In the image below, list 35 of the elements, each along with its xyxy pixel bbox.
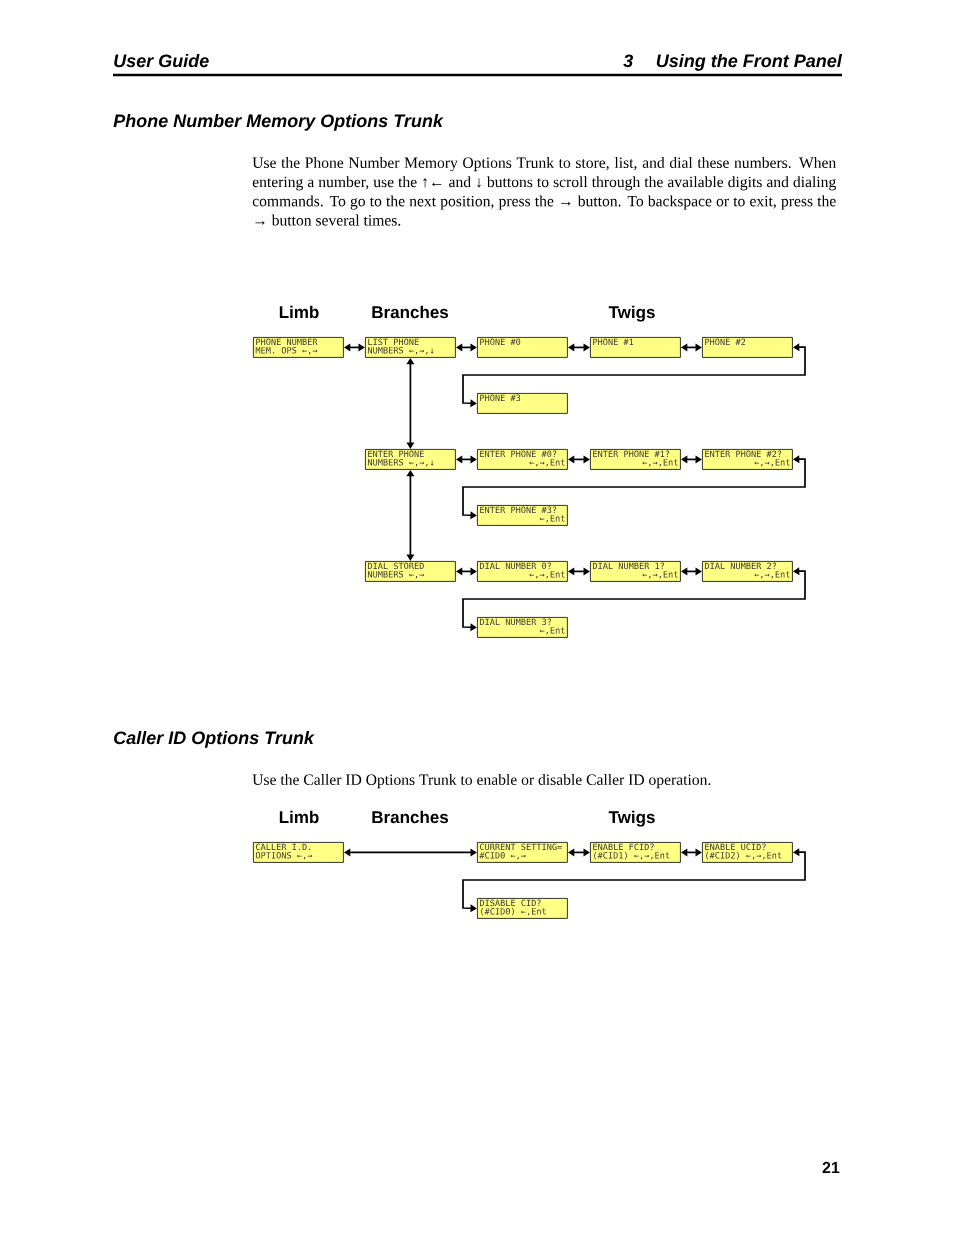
chapter-title: Using the Front Panel [656,53,843,71]
lcd-screen-box: ENTER PHONE NUMBERS ←,→,↓ [365,449,456,470]
lcd-screen-box: ENTER PHONE #0? ←,→,Ent [477,449,568,470]
running-header: User Guide [114,53,209,68]
lcd-screen-box: CALLER I.D. OPTIONS ←,→ [253,842,344,863]
lcd-screen-box: DIAL NUMBER 0? ←,→,Ent [477,561,568,582]
lcd-screen-box: DIAL NUMBER 1? ←,→,Ent [590,561,681,582]
lcd-screen-box: DIAL NUMBER 2? ←,→,Ent [702,561,793,582]
lcd-screen-box: DISABLE CID? (#CID0) ←,Ent [477,898,568,919]
chapter-number: 3 [623,54,633,68]
column-heading: Limb [279,305,319,319]
column-heading: Limb [279,810,319,824]
lcd-screen-box: ENABLE UCID? (#CID2) ←,→,Ent [702,842,793,863]
lcd-screen-box: DIAL NUMBER 3? ←,Ent [477,617,568,638]
lcd-screen-box: ENTER PHONE #1? ←,→,Ent [590,449,681,470]
body-paragraph: Use the Caller ID Options Trunk to enable or disable Caller ID operation. [252,774,711,789]
section-heading: Phone Number Memory Options Trunk [113,113,444,131]
section-heading: Caller ID Options Trunk [114,730,315,748]
lcd-screen-box: LIST PHONE NUMBERS ←,→,↓ [365,337,456,358]
lcd-screen-box: ENABLE FCID? (#CID1) ←,→,Ent [590,842,681,863]
body-paragraph: Use the Phone Number Memory Options Trunk to store, list, and dial these numbers. When entering a number, use the ↑← and ↓ buttons to scroll through the available digits and dialing commands. To go to the next position, press the → button. To backspace or to exit, press the → button several times. [252,157,836,226]
lcd-screen-box: PHONE #2 [702,337,793,358]
lcd-screen-box: PHONE #0 [477,337,568,358]
lcd-screen-box: PHONE #1 [590,337,681,358]
column-heading: Branches [372,810,449,824]
column-heading: Branches [372,305,449,319]
column-heading: Twigs [608,305,655,322]
lcd-screen-box: PHONE #3 [477,393,568,414]
lcd-screen-box: ENTER PHONE #2? ←,→,Ent [702,449,793,470]
column-heading: Twigs [608,810,655,827]
lcd-screen-box: CURRENT SETTING= #CID0 ←,→ [477,842,568,863]
page-number: 21 [822,1161,840,1173]
lcd-screen-box: DIAL STORED NUMBERS ←,→ [365,561,456,582]
lcd-screen-box: PHONE NUMBER MEM. OPS ←,→ [253,337,344,358]
lcd-screen-box: ENTER PHONE #3? ←,Ent [477,505,568,526]
